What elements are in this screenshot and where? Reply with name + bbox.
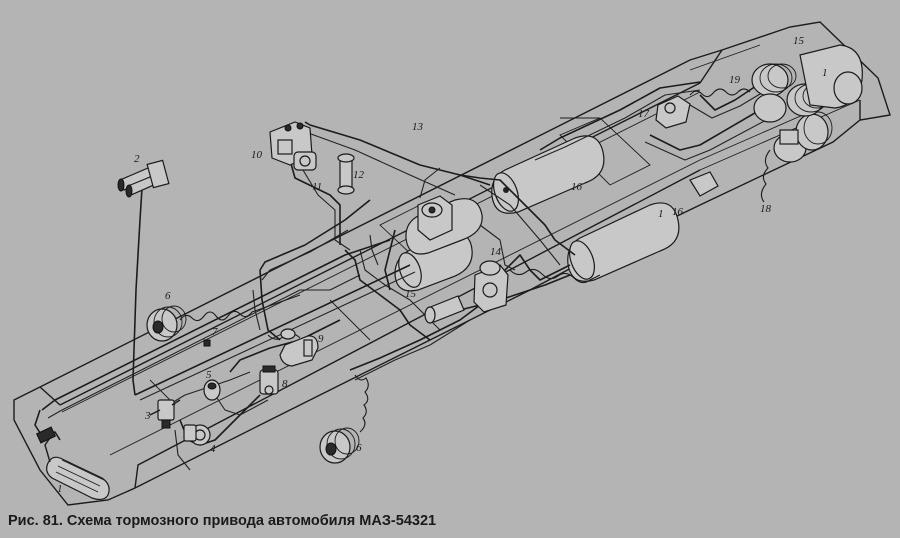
label-19: 19 xyxy=(729,74,741,86)
label-3: 3 xyxy=(144,410,151,422)
protection-valve-11 xyxy=(293,151,317,171)
brake-diagram: 1 1 1 2 3 4 5 6 6 7 8 9 10 11 12 13 14 1… xyxy=(13,21,891,506)
brake-chamber-18 xyxy=(773,111,833,163)
label-5: 5 xyxy=(206,369,212,381)
receiver-15 xyxy=(394,232,473,292)
label-4: 4 xyxy=(210,443,216,455)
label-1-tank: 1 xyxy=(658,208,664,220)
label-1-pedal: 1 xyxy=(57,483,63,495)
label-15-left: 15 xyxy=(405,288,417,300)
cylinder xyxy=(424,295,465,324)
figure-caption: Рис. 81. Схема тормозного привода автомо… xyxy=(8,513,437,529)
label-16-lower: 16 xyxy=(672,206,684,218)
pneumatic-horn xyxy=(117,159,170,198)
regulator-9 xyxy=(279,328,319,367)
valve-7 xyxy=(203,339,211,347)
label-11: 11 xyxy=(312,181,322,193)
rear-receiver xyxy=(799,44,863,109)
brake-valve-4 xyxy=(183,424,211,446)
label-6-front: 6 xyxy=(165,290,171,302)
label-7: 7 xyxy=(212,326,218,338)
label-15-rear: 15 xyxy=(793,35,805,47)
valve-17 xyxy=(655,95,691,129)
valve-block-13 xyxy=(417,195,453,241)
brake-pedal xyxy=(35,426,110,501)
label-17: 17 xyxy=(638,108,650,120)
label-16-upper: 16 xyxy=(571,181,583,193)
callout-labels: 1 1 1 2 3 4 5 6 6 7 8 9 10 11 12 13 14 1… xyxy=(57,35,828,495)
valve-14 xyxy=(473,260,509,313)
brake-crane-3 xyxy=(149,399,181,429)
valve-5 xyxy=(203,379,221,401)
receiver-16-lower xyxy=(567,202,680,282)
brake-chamber-6-lower xyxy=(319,427,360,464)
label-14: 14 xyxy=(490,246,502,258)
label-9: 9 xyxy=(318,333,324,345)
label-12: 12 xyxy=(353,169,365,181)
valve-8 xyxy=(259,365,279,395)
bracket xyxy=(689,171,719,197)
label-8: 8 xyxy=(282,378,288,390)
label-10: 10 xyxy=(251,149,263,161)
label-13: 13 xyxy=(412,121,424,133)
valve-12 xyxy=(337,153,355,195)
label-2: 2 xyxy=(134,153,140,165)
label-18: 18 xyxy=(760,203,772,215)
brake-chamber-6-front xyxy=(146,305,187,342)
label-6-lower: 6 xyxy=(356,442,362,454)
label-1-rear: 1 xyxy=(822,67,828,79)
pipelines xyxy=(34,79,771,471)
